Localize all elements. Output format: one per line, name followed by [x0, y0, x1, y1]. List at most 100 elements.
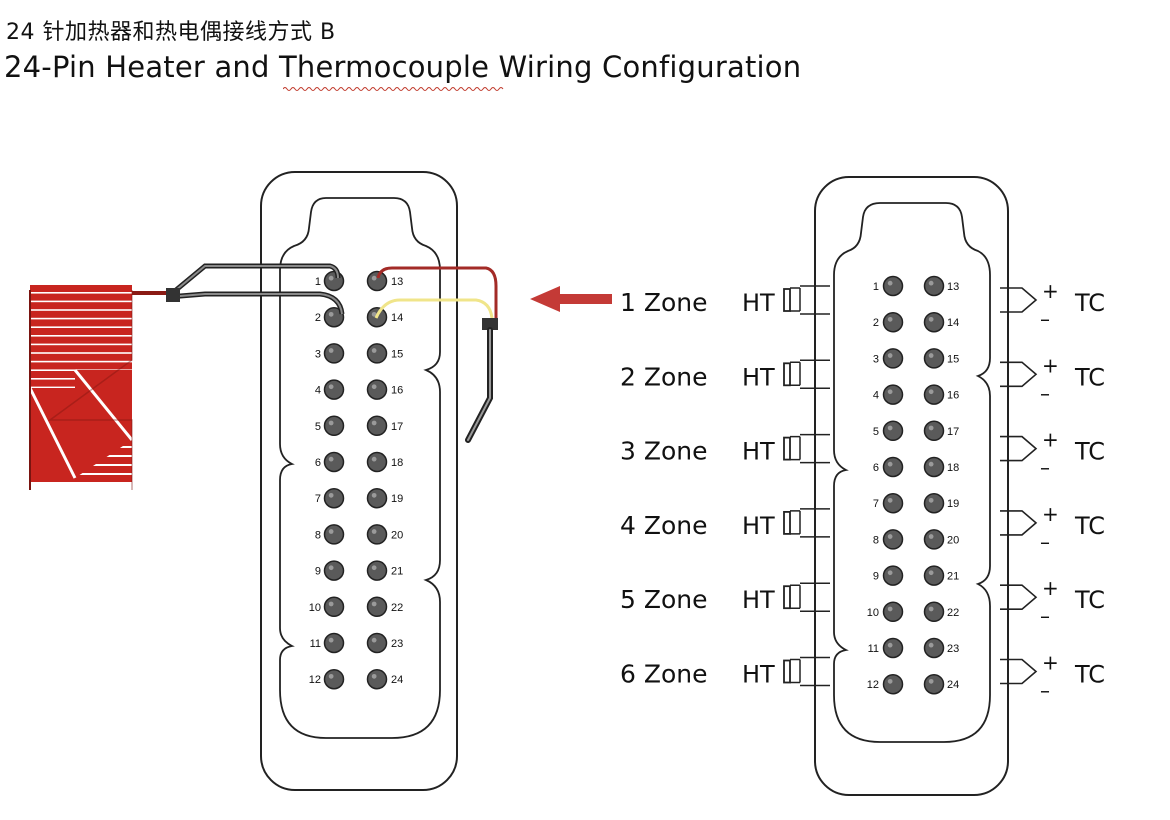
pin-highlight — [928, 389, 934, 395]
heater-symbol-icon — [783, 362, 791, 387]
pin-23 — [366, 632, 388, 654]
pin-label-16: 16 — [947, 390, 959, 402]
heater-coil-turn — [30, 345, 132, 353]
pin-label-21: 21 — [947, 571, 959, 583]
zone-label: 1 Zone — [620, 288, 708, 317]
heater-leads — [800, 582, 830, 612]
heater-coil-turn — [30, 353, 132, 361]
thermocouple-symbol-icon — [1000, 658, 1038, 685]
pin-16 — [366, 379, 388, 400]
thermocouple-symbol-icon — [1000, 435, 1038, 462]
pin-label-8: 8 — [315, 529, 321, 541]
heater-wire — [790, 435, 801, 461]
pin-label-19: 19 — [947, 498, 959, 510]
pin-label-1: 1 — [315, 276, 321, 288]
pin-highlight — [328, 348, 334, 353]
heater-coil-turn — [30, 362, 132, 370]
right-connector-inner — [833, 202, 991, 743]
pin-8 — [323, 524, 345, 545]
pin-highlight — [371, 275, 377, 281]
tc-plus-sign: + — [1042, 353, 1059, 377]
pin-highlight — [371, 529, 377, 534]
pin-highlight — [928, 642, 934, 648]
pin-highlight — [887, 642, 893, 648]
pin-label-11: 11 — [310, 638, 321, 650]
heater-leads — [800, 285, 830, 315]
heater-coil-turn — [30, 336, 132, 344]
heater-coil-turn — [30, 448, 132, 455]
pin-13 — [366, 270, 388, 292]
pin-label-23: 23 — [947, 643, 959, 655]
pin-label-22: 22 — [391, 602, 403, 614]
ht-label: HT — [742, 512, 775, 540]
pin-highlight — [371, 492, 377, 498]
pin-label-2: 2 — [315, 312, 321, 324]
pin-5 — [323, 415, 345, 437]
pin-label-9: 9 — [315, 566, 321, 578]
heater-symbol-icon — [783, 288, 791, 312]
pin-label-14: 14 — [947, 317, 959, 329]
pin-label-2: 2 — [873, 317, 879, 329]
pin-14 — [923, 311, 945, 333]
left-connector-outer — [260, 171, 458, 791]
pin-highlight — [928, 606, 934, 612]
pin-highlight — [887, 353, 893, 358]
pin-highlight — [928, 461, 934, 467]
pin-label-21: 21 — [391, 566, 403, 578]
pin-highlight — [928, 316, 934, 322]
pin-highlight — [887, 461, 893, 467]
pin-highlight — [371, 456, 377, 462]
pin-label-12: 12 — [309, 674, 321, 686]
zone-label: 6 Zone — [620, 660, 708, 689]
pin-label-8: 8 — [873, 534, 879, 546]
heater-leads — [800, 508, 830, 538]
pin-highlight — [328, 673, 334, 679]
heater-coil-turn — [30, 475, 132, 482]
heater-symbol-icon — [783, 585, 791, 610]
pin-highlight — [371, 420, 377, 426]
pin-label-18: 18 — [947, 462, 959, 474]
pin-label-14: 14 — [391, 312, 403, 324]
pin-highlight — [887, 280, 893, 286]
pin-10 — [882, 601, 904, 623]
pin-9 — [323, 560, 345, 581]
pin-4 — [323, 379, 345, 400]
pin-label-13: 13 — [391, 276, 403, 288]
pin-label-9: 9 — [873, 571, 879, 583]
tc-minus-sign: – — [1040, 530, 1050, 554]
pin-17 — [923, 420, 945, 442]
tc-minus-sign: – — [1040, 679, 1050, 703]
pin-highlight — [928, 678, 934, 684]
pin-highlight — [371, 311, 377, 317]
pin-highlight — [928, 534, 934, 539]
pin-label-20: 20 — [391, 529, 403, 541]
pin-label-15: 15 — [391, 348, 403, 360]
pin-label-6: 6 — [873, 462, 879, 474]
pin-3 — [882, 348, 904, 369]
pin-highlight — [887, 678, 893, 684]
heater-coil-icon — [28, 263, 345, 490]
ht-label: HT — [742, 586, 775, 614]
pin-highlight — [887, 425, 893, 431]
pin-5 — [882, 420, 904, 442]
pin-7 — [882, 492, 904, 514]
thermocouple-probe-icon — [374, 266, 498, 443]
thermocouple-symbol-icon — [1000, 287, 1038, 313]
heater-symbol-icon — [783, 436, 791, 461]
tc-label: TC — [1074, 586, 1105, 614]
pin-21 — [923, 565, 945, 586]
heater-coil-turn — [30, 466, 132, 473]
pin-highlight — [371, 384, 377, 390]
pin-highlight — [887, 497, 893, 503]
pin-label-24: 24 — [947, 679, 959, 691]
heater-coil-turn — [30, 430, 132, 437]
pin-label-23: 23 — [391, 638, 403, 650]
pin-13 — [923, 275, 945, 297]
pin-9 — [882, 565, 904, 586]
